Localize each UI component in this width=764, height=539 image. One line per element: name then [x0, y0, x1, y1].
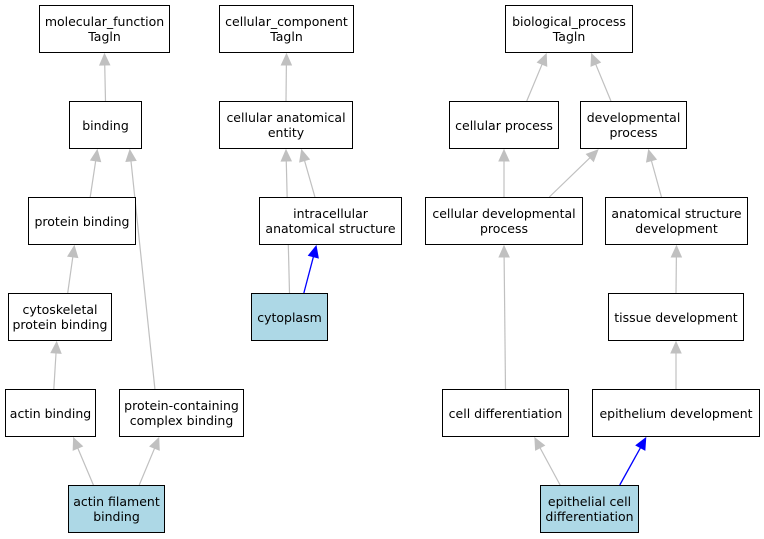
edge-arrowhead [280, 52, 293, 66]
node-label: anatomical structure development [611, 206, 742, 236]
edge-actin_filament_binding-to-actin_binding [77, 447, 94, 486]
edge-arrowhead [299, 148, 311, 163]
edge-arrowhead [645, 148, 658, 163]
node-cellular-anatomical-entity[interactable]: cellular anatomical entity [219, 101, 353, 149]
node-label: epithelium development [599, 405, 753, 421]
node-label: cytoplasm [257, 309, 322, 325]
edge-anatomical_structure_development-to-developmental_process [650, 160, 663, 198]
node-epithelium-development[interactable]: epithelium development [592, 389, 760, 437]
edge-arrowhead [67, 244, 79, 259]
edge-cellular_process-to-biological_process [526, 63, 543, 102]
edge-arrowhead [72, 436, 84, 451]
node-label: protein-containing complex binding [124, 398, 239, 428]
node-label: developmental process [586, 110, 681, 140]
edge-arrowhead [536, 52, 548, 67]
node-label: cellular_component Tagln [225, 14, 348, 44]
node-developmental-process[interactable]: developmental process [580, 101, 687, 149]
node-label: cytoskeletal protein binding [12, 302, 108, 332]
edge-cell_differentiation-to-cellular_developmental_process [503, 256, 507, 390]
edge-epithelial_cell_differentiation-to-epithelium_development [619, 447, 642, 486]
node-protein-binding[interactable]: protein binding [28, 197, 136, 245]
node-label: actin binding [9, 405, 92, 421]
node-label: cellular process [455, 117, 553, 133]
edge-protein_binding-to-binding [89, 160, 97, 198]
edge-cytoskeletal_protein_binding-to-protein_binding [67, 256, 74, 294]
edge-arrowhead [498, 148, 510, 162]
node-tissue-development[interactable]: tissue development [608, 293, 744, 341]
edge-arrowhead [590, 52, 602, 67]
edge-arrowhead [125, 148, 137, 163]
edge-arrowhead [50, 340, 62, 354]
edge-intracellular_anatomical_structure-to-cellular_anatomical_entity [303, 160, 316, 198]
node-label: cellular developmental process [432, 206, 576, 236]
node-molecular-function[interactable]: molecular_function Tagln [39, 5, 170, 53]
edge-arrowhead [307, 244, 319, 259]
node-protein-containing-complex-binding[interactable]: protein-containing complex binding [119, 389, 244, 437]
edge-protein_containing_complex_binding-to-binding [130, 160, 156, 390]
node-cellular-developmental-process[interactable]: cellular developmental process [425, 197, 583, 245]
edge-binding-to-molecular_function [104, 64, 107, 102]
node-label: biological_process Tagln [512, 14, 626, 44]
edge-arrowhead [585, 149, 599, 163]
edge-arrowhead [670, 244, 683, 258]
edge-arrowhead [635, 436, 647, 451]
node-actin-filament-binding[interactable]: actin filament binding [68, 485, 165, 533]
node-label: binding [82, 117, 129, 133]
node-label: protein binding [34, 213, 130, 229]
node-label: molecular_function Tagln [44, 14, 165, 44]
node-epithelial-cell-differentiation[interactable]: epithelial cell differentiation [540, 485, 639, 533]
edge-arrowhead [534, 436, 546, 451]
node-cell-differentiation[interactable]: cell differentiation [442, 389, 569, 437]
node-anatomical-structure-development[interactable]: anatomical structure development [605, 197, 748, 245]
edge-arrowhead [280, 148, 293, 162]
node-label: cellular anatomical entity [226, 110, 346, 140]
node-binding[interactable]: binding [69, 101, 142, 149]
node-cytoplasm[interactable]: cytoplasm [251, 293, 328, 341]
node-label: intracellular anatomical structure [265, 206, 396, 236]
node-label: epithelial cell differentiation [545, 494, 634, 524]
edge-arrowhead [149, 436, 160, 451]
edge-arrowhead [98, 52, 111, 66]
node-biological-process[interactable]: biological_process Tagln [505, 5, 633, 53]
node-label: actin filament binding [73, 494, 160, 524]
edge-epithelial_cell_differentiation-to-cell_differentiation [539, 447, 561, 486]
node-cellular-component[interactable]: cellular_component Tagln [219, 5, 354, 53]
node-cytoskeletal-protein-binding[interactable]: cytoskeletal protein binding [8, 293, 112, 341]
edge-arrowhead [89, 148, 102, 163]
edge-actin_filament_binding-to-protein_containing_complex_binding [138, 447, 156, 486]
node-actin-binding[interactable]: actin binding [5, 389, 96, 437]
edge-actin_binding-to-cytoskeletal_protein_binding [53, 352, 57, 390]
edge-developmental_process-to-biological_process [595, 63, 612, 102]
node-intracellular-anatomical-structure[interactable]: intracellular anatomical structure [259, 197, 402, 245]
edge-cellular_developmental_process-to-developmental_process [548, 157, 591, 198]
edge-cytoplasm-to-intracellular_anatomical_structure [303, 256, 315, 294]
edge-arrowhead [498, 244, 510, 258]
node-label: cell differentiation [448, 405, 563, 421]
node-label: tissue development [614, 309, 738, 325]
edge-arrowhead [670, 340, 682, 354]
node-cellular-process[interactable]: cellular process [449, 101, 559, 149]
